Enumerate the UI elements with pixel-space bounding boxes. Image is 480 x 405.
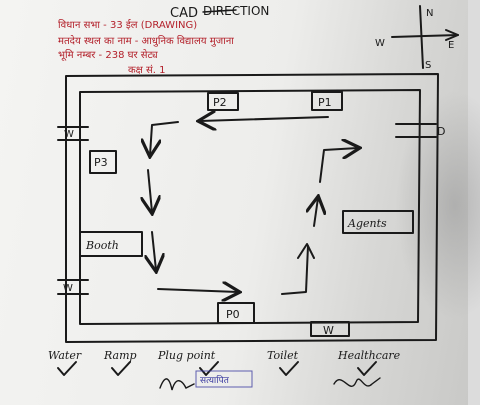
check-toilet-icon bbox=[279, 361, 299, 376]
title-cad: CAD bbox=[170, 6, 198, 21]
arrow-up-2 bbox=[314, 198, 318, 227]
facility-ramp: Ramp bbox=[103, 349, 137, 362]
signature-left-icon bbox=[159, 378, 195, 391]
door-right: D bbox=[395, 123, 445, 138]
box-window-bottom bbox=[310, 321, 350, 337]
facility-water: Water bbox=[48, 349, 82, 362]
window-left-bottom: W bbox=[57, 279, 89, 295]
check-water-icon bbox=[57, 361, 77, 376]
title-direction: DIRECTION bbox=[203, 4, 269, 18]
facility-plug-point: Plug point bbox=[157, 349, 216, 362]
check-plug-point-icon bbox=[199, 361, 219, 376]
compass-east: E bbox=[448, 40, 454, 51]
check-healthcare-icon bbox=[357, 361, 377, 376]
box-agents bbox=[342, 210, 414, 234]
header-line-1: विधान सभा - 33 ईल (DRAWING) bbox=[58, 19, 197, 31]
arrow-to-door bbox=[319, 148, 358, 183]
facility-toilet: Toilet bbox=[267, 349, 299, 362]
arrow-up-head-1 bbox=[297, 243, 315, 259]
header-line-4: कक्ष सं. 1 bbox=[128, 64, 166, 76]
compass-ew-line bbox=[391, 34, 459, 38]
compass-west: W bbox=[375, 38, 385, 49]
label-agents: Agents bbox=[347, 217, 387, 230]
label-booth: Booth bbox=[85, 239, 119, 252]
label-p2: P2 bbox=[213, 96, 227, 109]
compass-south: S bbox=[425, 60, 431, 71]
arrow-p1-to-p2 bbox=[200, 117, 329, 121]
window-left-bottom-label: W bbox=[63, 283, 73, 294]
box-p0 bbox=[217, 302, 255, 324]
arrow-down-1 bbox=[148, 169, 152, 212]
outer-wall bbox=[65, 73, 439, 343]
arrow-to-p3 bbox=[150, 121, 179, 155]
inner-wall bbox=[79, 89, 421, 325]
label-p1: P1 bbox=[318, 96, 332, 109]
box-booth bbox=[79, 231, 143, 257]
box-p2 bbox=[207, 92, 239, 111]
label-window-bottom: W bbox=[323, 324, 334, 337]
signature-right-icon bbox=[333, 377, 381, 387]
label-p0: P0 bbox=[226, 308, 240, 321]
flow-arrows bbox=[148, 117, 358, 294]
facility-healthcare: Healthcare bbox=[337, 349, 401, 362]
strike-line bbox=[202, 9, 237, 13]
window-left-top: W bbox=[57, 126, 89, 141]
paper-sheet bbox=[0, 0, 468, 405]
arrow-down-2 bbox=[152, 231, 156, 270]
compass-arrow-icon bbox=[445, 29, 459, 41]
box-p1 bbox=[311, 91, 343, 111]
label-p3: P3 bbox=[94, 156, 108, 169]
header-line-3: भूमि नम्बर - 238 घर सेट्य bbox=[58, 49, 159, 61]
window-left-top-label: W bbox=[64, 129, 74, 140]
stamp-text: सत्यापित bbox=[200, 374, 230, 386]
box-p3 bbox=[89, 150, 117, 174]
arrow-up-line-1 bbox=[281, 245, 309, 295]
door-label: D bbox=[437, 125, 445, 138]
check-ramp-icon bbox=[111, 361, 131, 376]
compass-north: N bbox=[426, 8, 433, 19]
stamp: सत्यापित bbox=[195, 370, 253, 388]
header-line-2: मतदेय स्थल का नाम - आधुनिक विद्यालय मुजा… bbox=[58, 35, 234, 47]
arrow-right-bottom bbox=[157, 289, 238, 292]
